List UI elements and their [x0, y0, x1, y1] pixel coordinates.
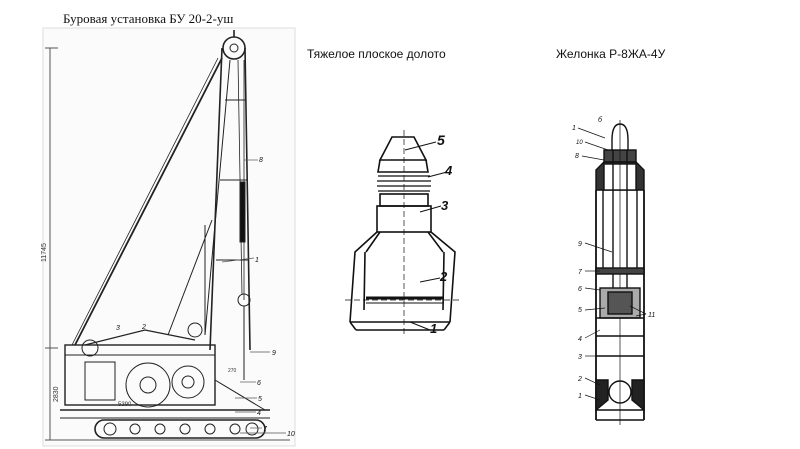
bit-callout-1: 1	[430, 321, 437, 336]
bailer-caption: Желонка Р-8ЖА-4У	[556, 47, 666, 61]
bailer-callout-1-top: 1	[572, 125, 576, 132]
rig-callout-9: 9	[272, 350, 276, 357]
bailer-callout-6: 6	[578, 286, 582, 293]
rig-callout-10: 10	[287, 431, 295, 438]
rig-callout-1: 1	[255, 257, 259, 264]
rig-callout-2: 2	[141, 324, 146, 331]
drilling-rig-caption: Буровая установка БУ 20-2-уш	[63, 11, 234, 26]
dimension-small: 270	[228, 368, 237, 374]
rig-callout-3: 3	[116, 325, 120, 332]
bailer-callout-9: 9	[578, 241, 582, 248]
flat-bit-caption: Тяжелое плоское долото	[307, 47, 446, 61]
bit-callout-2: 2	[439, 269, 448, 284]
bailer-callout-3: 3	[578, 354, 582, 361]
rig-callout-8: 8	[259, 157, 263, 164]
rig-callout-6: 6	[257, 380, 261, 387]
bailer-callout-4: 4	[578, 336, 582, 343]
rig-callout-4: 4	[257, 410, 261, 417]
bailer-callout-11: 11	[648, 312, 655, 319]
bailer-callout-7: 7	[578, 269, 583, 276]
bit-callout-4: 4	[444, 163, 453, 178]
bit-callout-5: 5	[437, 132, 445, 148]
rig-callout-7: 7	[263, 426, 268, 433]
bailer-callout-b: б	[598, 116, 603, 124]
bailer-callout-1: 1	[578, 393, 582, 400]
bit-callout-3: 3	[441, 198, 449, 213]
bailer-callout-8: 8	[575, 153, 579, 160]
bailer-callout-10: 10	[576, 140, 583, 146]
dimension-base-height: 2830	[53, 386, 60, 402]
bailer-callout-5: 5	[578, 307, 582, 314]
dimension-length: 5390	[118, 402, 132, 408]
rig-callout-5: 5	[258, 396, 262, 403]
bailer-callout-2: 2	[577, 376, 582, 383]
dimension-height: 11745	[41, 243, 48, 262]
